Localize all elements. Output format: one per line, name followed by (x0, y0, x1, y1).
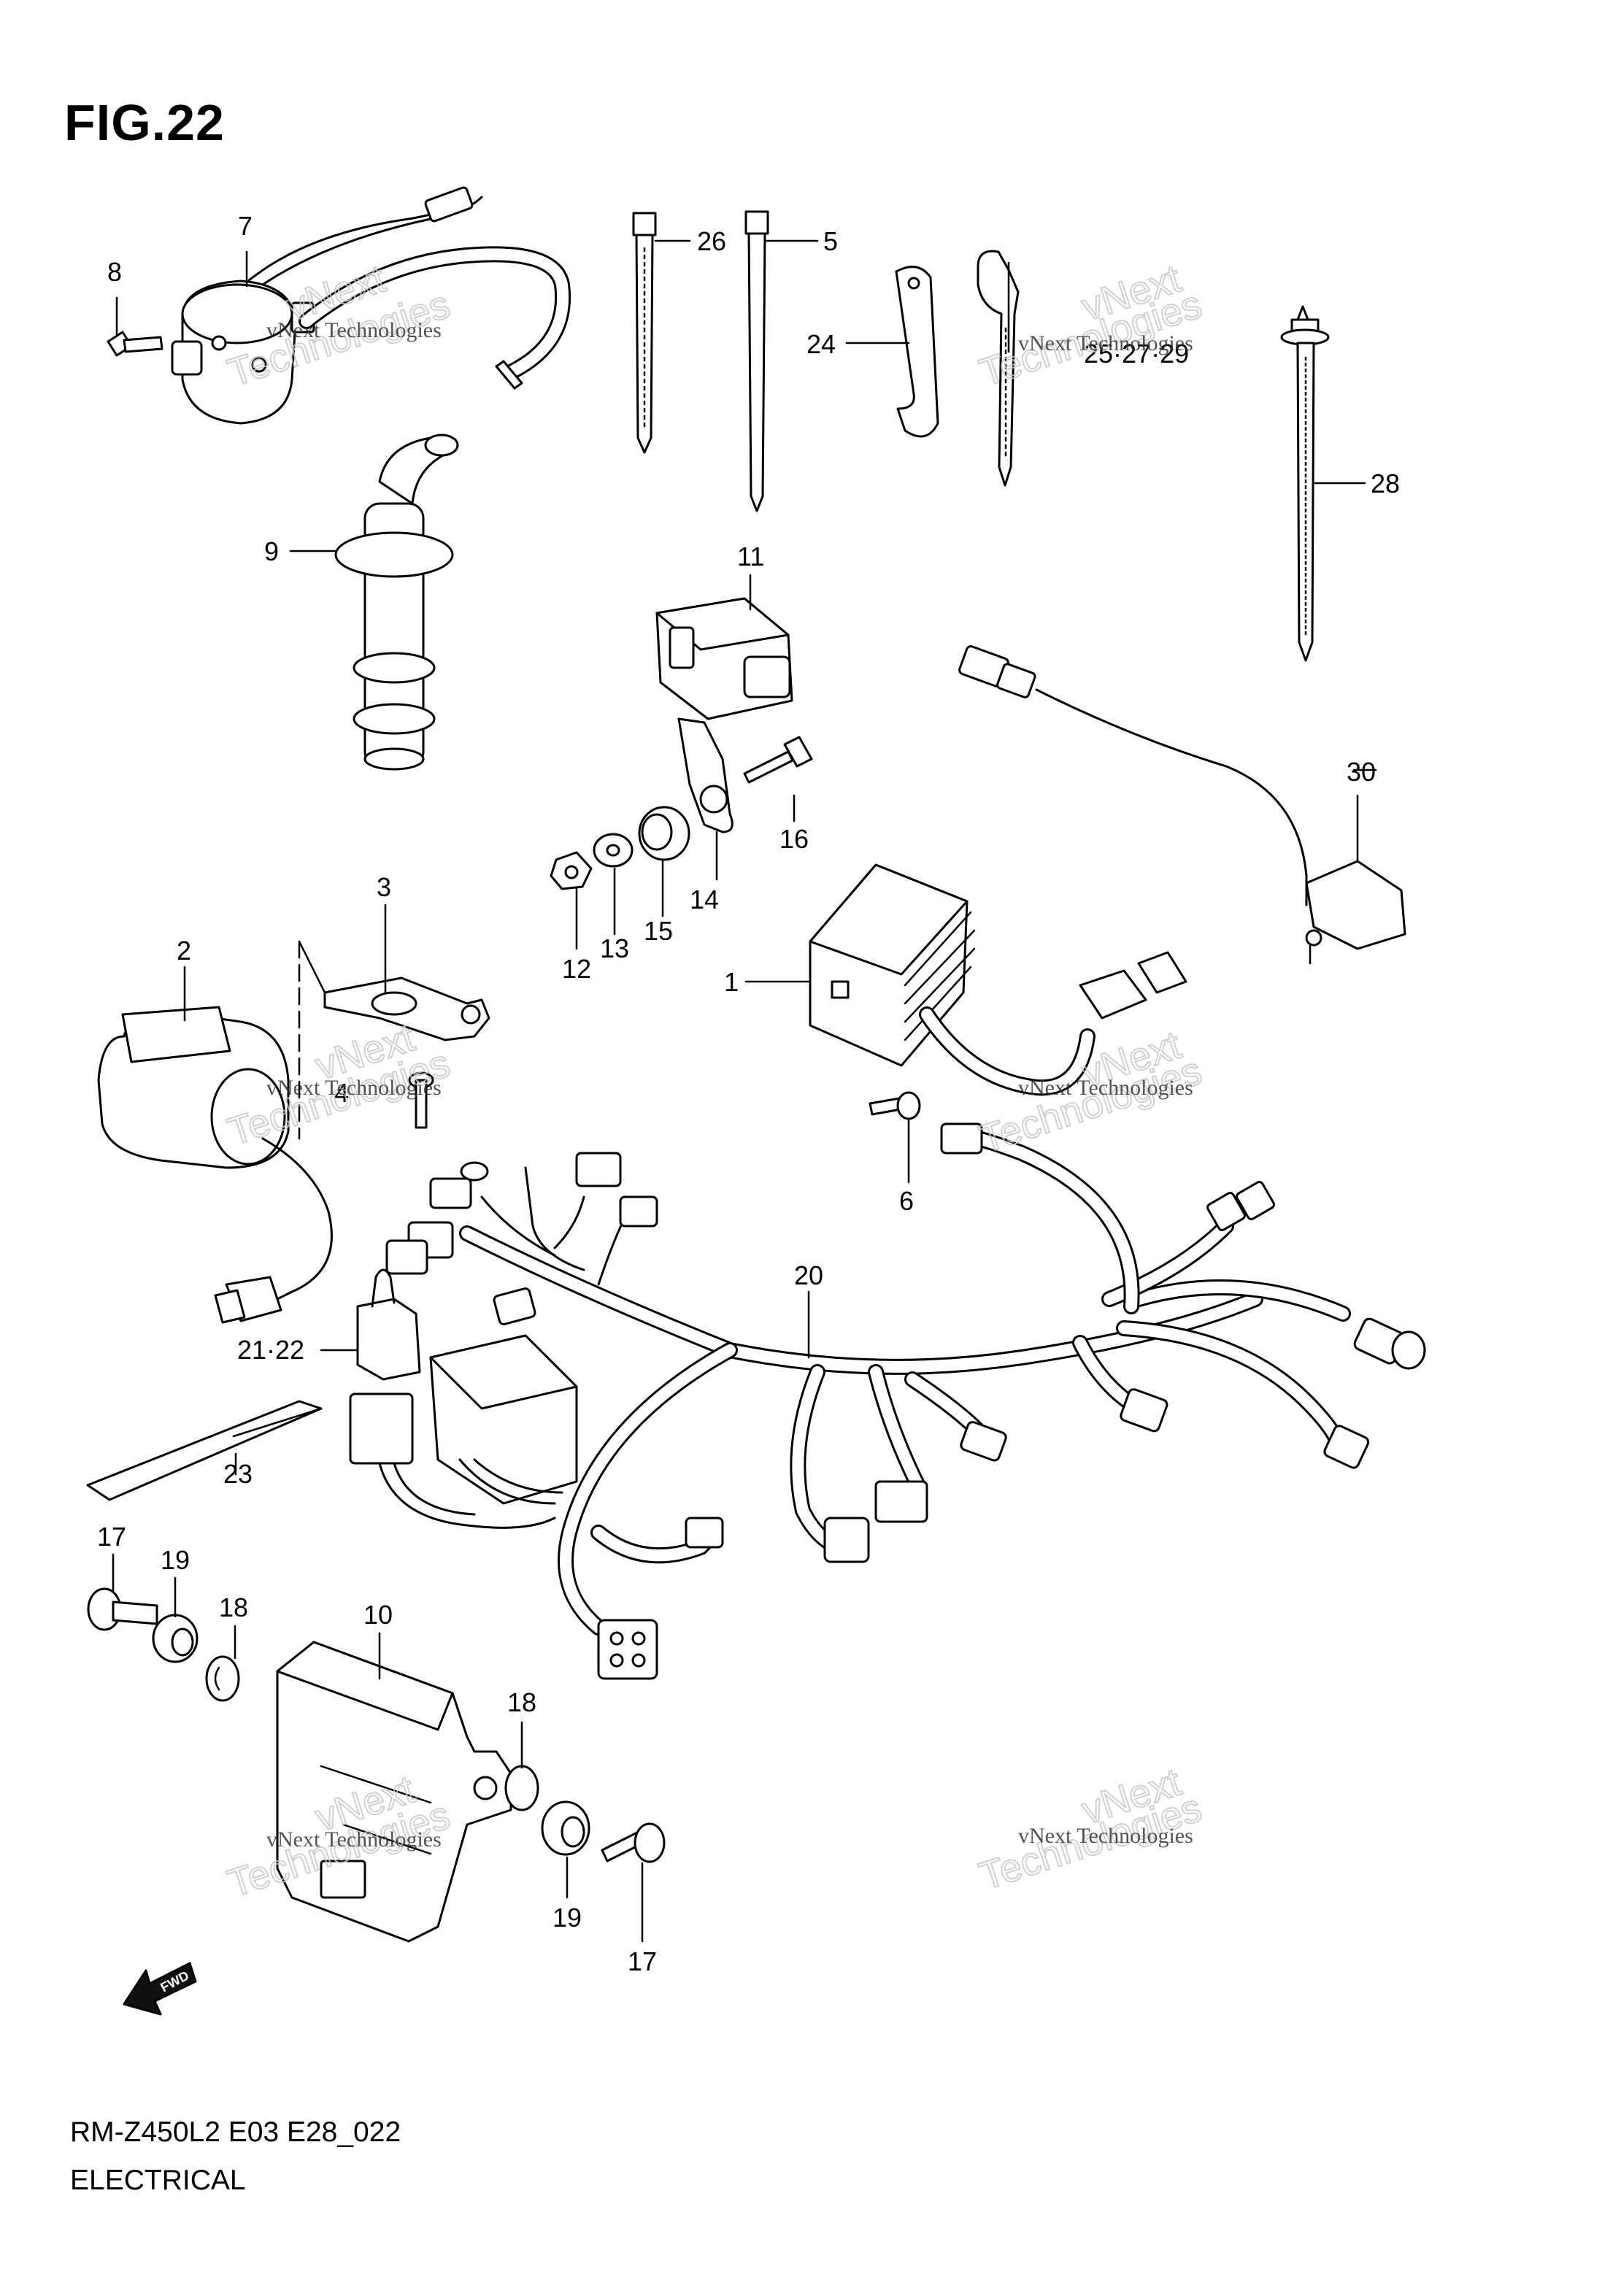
svg-text:vNext Technologies: vNext Technologies (1018, 1076, 1193, 1100)
tape-part-23[interactable] (86, 1400, 323, 1501)
callout-8: 8 (107, 257, 122, 287)
callout-30: 30 (1347, 757, 1376, 787)
collar-part-18-left[interactable] (205, 1655, 240, 1702)
clamp-part-24[interactable] (895, 266, 939, 438)
regulator-rectifier-part-1[interactable] (809, 863, 1187, 1096)
svg-text:vNext Technologies: vNext Technologies (1018, 331, 1193, 355)
callout-7: 7 (238, 211, 253, 241)
long-tie-part-28[interactable] (1280, 305, 1330, 662)
ignition-coil-part[interactable] (107, 186, 571, 425)
bolt-part-16[interactable] (743, 736, 813, 784)
condenser-part-2[interactable] (97, 1006, 333, 1324)
bracket-part-14[interactable] (677, 717, 734, 833)
collar-part-18-right[interactable] (504, 1765, 539, 1811)
callout-19-left: 19 (161, 1545, 190, 1575)
sensor-part-30[interactable] (958, 645, 1406, 965)
callout-25-27-29: 25·27·29 (1084, 339, 1189, 369)
callout-5: 5 (823, 226, 838, 256)
screw-part-6[interactable] (869, 1091, 921, 1120)
leader-lines (112, 239, 1377, 1943)
callout-28: 28 (1371, 469, 1400, 498)
callout-23: 23 (223, 1459, 253, 1489)
section-name: ELECTRICAL (70, 2165, 246, 2196)
grommet-part-19-right[interactable] (541, 1800, 590, 1856)
bolt-part-4[interactable] (408, 1071, 434, 1129)
cable-tie-part-5[interactable] (744, 210, 769, 512)
callout-19-right: 19 (552, 1903, 582, 1933)
callout-20: 20 (794, 1260, 823, 1290)
callout-12: 12 (562, 954, 591, 984)
svg-text:vNext Technologies: vNext Technologies (266, 1827, 442, 1852)
grommet-part-19-left[interactable] (152, 1614, 199, 1663)
fuse-part-21-22[interactable] (356, 1268, 421, 1381)
callout-10: 10 (363, 1600, 393, 1630)
callout-18-left: 18 (219, 1592, 248, 1622)
nut-part-12[interactable] (550, 851, 593, 890)
callout-11: 11 (737, 542, 764, 571)
cable-tie-part-26[interactable] (632, 212, 657, 454)
model-code: RM-Z450L2 E03 E28_022 (70, 2116, 401, 2148)
callout-21-22: 21·22 (237, 1335, 304, 1365)
watermarks: vNext Technologies vNext Technologies vN… (222, 256, 1207, 1907)
callout-labels: 7 8 9 26 5 24 25·27·29 28 11 16 14 15 13… (97, 211, 1400, 1976)
callout-15: 15 (644, 916, 673, 946)
wiring-harness-part-20[interactable] (349, 1122, 1426, 1680)
callout-4: 4 (334, 1078, 349, 1108)
callout-17-right: 17 (628, 1946, 657, 1976)
callout-13: 13 (600, 933, 629, 963)
grommet-part-15[interactable] (638, 806, 690, 861)
figure-title: FIG.22 (64, 94, 225, 151)
callout-18-right: 18 (507, 1687, 536, 1717)
plate-part-3[interactable] (298, 940, 490, 1140)
svg-text:vNext Technologies: vNext Technologies (1018, 1824, 1193, 1848)
ecu-part-10[interactable] (276, 1641, 512, 1943)
callout-24: 24 (806, 329, 836, 359)
callout-1: 1 (724, 967, 739, 997)
bolt-part-17-right[interactable] (601, 1822, 666, 1863)
bolt-part-17-left[interactable] (87, 1587, 158, 1631)
callout-26: 26 (697, 226, 726, 256)
callout-9: 9 (264, 536, 279, 566)
spark-plug-cap-part[interactable] (334, 434, 459, 771)
callout-17-left: 17 (97, 1522, 126, 1552)
callout-14: 14 (690, 885, 719, 914)
forward-arrow-icon: FWD (123, 1962, 197, 2016)
svg-text:vNext Technologies: vNext Technologies (266, 318, 442, 342)
washer-part-13[interactable] (593, 833, 634, 868)
callout-6: 6 (899, 1186, 914, 1216)
callout-2: 2 (177, 936, 191, 966)
relay-part-11[interactable] (655, 597, 793, 720)
callout-3: 3 (377, 872, 391, 902)
svg-text:vNext Technologies: vNext Technologies (266, 1076, 442, 1100)
callout-16: 16 (779, 824, 809, 854)
